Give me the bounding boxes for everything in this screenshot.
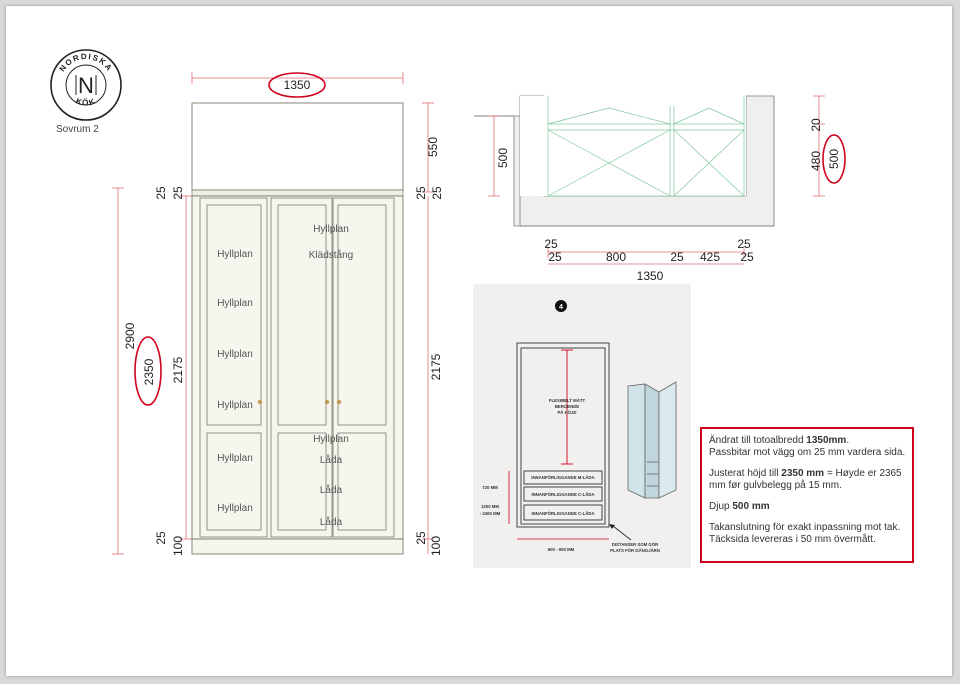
knob (257, 399, 263, 405)
drawing-page: NORDISKA KÖK N Sovrum 2 (6, 6, 952, 676)
section-label: Hyllplan (217, 453, 253, 464)
top-filler (191, 102, 404, 191)
svg-text:KÖK: KÖK (75, 96, 98, 107)
plan-view: 500 20 480 500 25 25 25 800 25 425 25 13… (474, 95, 846, 283)
dim-label: 800 (606, 250, 626, 264)
dim-total-height: 2900 (123, 322, 137, 349)
dim-plan-depth: 500 (496, 148, 510, 168)
drawer-label: INNANFÖRLIGGANDE C-LÅDA (531, 511, 594, 516)
dim-height: 2350 (142, 358, 156, 385)
room-label: Sovrum 2 (56, 124, 99, 135)
dim-label: 20 (809, 118, 823, 132)
callout-label: PLATS FÖR GÅNGJÄRN (610, 548, 660, 553)
dim-label: 25 (548, 250, 562, 264)
nordiska-kok-logo: NORDISKA KÖK N (50, 49, 122, 121)
section-label: Hyllplan (313, 434, 349, 445)
note-width: Ändrat till totoalbredd 1350mm.Passbitar… (709, 435, 906, 458)
dim-label: 25 (544, 237, 558, 251)
note-ceiling: Takanslutning för exakt inpassning mot t… (709, 522, 901, 545)
drawer-label: INNANFÖRLIGGANDE C-LÅDA (531, 492, 594, 497)
dim-label: 100 (171, 536, 185, 556)
dim-label: 25 (430, 186, 444, 200)
section-label: Låda (320, 454, 343, 466)
dim-label: 100 (429, 536, 443, 556)
section-label: Hyllplan (217, 400, 253, 411)
dim-label: 2175 (429, 353, 443, 380)
dim-plan-total: 1350 (637, 269, 664, 283)
section-label: Klädstång (309, 249, 353, 261)
note-height: Justerat höjd till 2350 mm = Høyde er 23… (709, 468, 902, 491)
dim-label: 425 (700, 250, 720, 264)
dim-inset: 1200 MM (481, 504, 499, 509)
dim-width: 1350 (284, 78, 311, 92)
interior-illustration: 4 FLEXIBELT MÅTT BEROENDE PÅ HÖJD INNANF… (473, 284, 691, 568)
plinth (191, 538, 404, 555)
callout-label: DISTANSER SOM GÖR (612, 542, 659, 547)
section-label: Hyllplan (217, 249, 253, 260)
step-number: 4 (559, 304, 563, 311)
dim-label: 25 (414, 186, 428, 200)
section-label: Hyllplan (217, 349, 253, 360)
step-badge (555, 300, 567, 312)
change-note-box: Ändrat till totoalbredd 1350mm.Passbitar… (700, 427, 914, 563)
dim-label: 25 (154, 186, 168, 200)
dim-inset: 720 MM (482, 485, 498, 490)
highlight-depth (822, 134, 846, 184)
dim-label: 25 (740, 250, 754, 264)
flex-label: PÅ HÖJD (557, 410, 576, 415)
front-elevation: Hyllplan Hyllplan Hyllplan Hyllplan Hyll… (112, 72, 444, 556)
section-label: Hyllplan (217, 298, 253, 309)
flex-label: BEROENDE (555, 404, 579, 409)
note-depth: Djup 500 mm (709, 501, 770, 512)
dim-label: 25 (154, 531, 168, 545)
knob (336, 399, 342, 405)
section-label: Hyllplan (217, 503, 253, 514)
flex-label: FLEXIBELT MÅTT (549, 398, 586, 403)
dim-label: 25 (737, 237, 751, 251)
dim-label: 550 (426, 137, 440, 157)
dim-label: 25 (414, 531, 428, 545)
logo-monogram: N (78, 73, 94, 98)
dim-label: 25 (670, 250, 684, 264)
knob (324, 399, 330, 405)
section-label: Låda (320, 516, 343, 528)
dim-label: 480 (809, 151, 823, 171)
dim-label: 25 (171, 186, 185, 200)
section-label: Låda (320, 484, 343, 496)
highlight-height (134, 336, 162, 406)
logo-bottom-text: KÖK (75, 96, 96, 107)
drawer-label: INNANFÖRLIGGANDE M-LÅDA (531, 475, 595, 480)
dim-label: 2175 (171, 356, 185, 383)
dim-inset: 600 - 900 MM (548, 547, 575, 552)
dim-depth: 500 (827, 149, 841, 169)
section-label: Hyllplan (313, 224, 349, 235)
dim-inset: - 2400 MM (480, 511, 501, 516)
highlight-width (268, 72, 326, 98)
